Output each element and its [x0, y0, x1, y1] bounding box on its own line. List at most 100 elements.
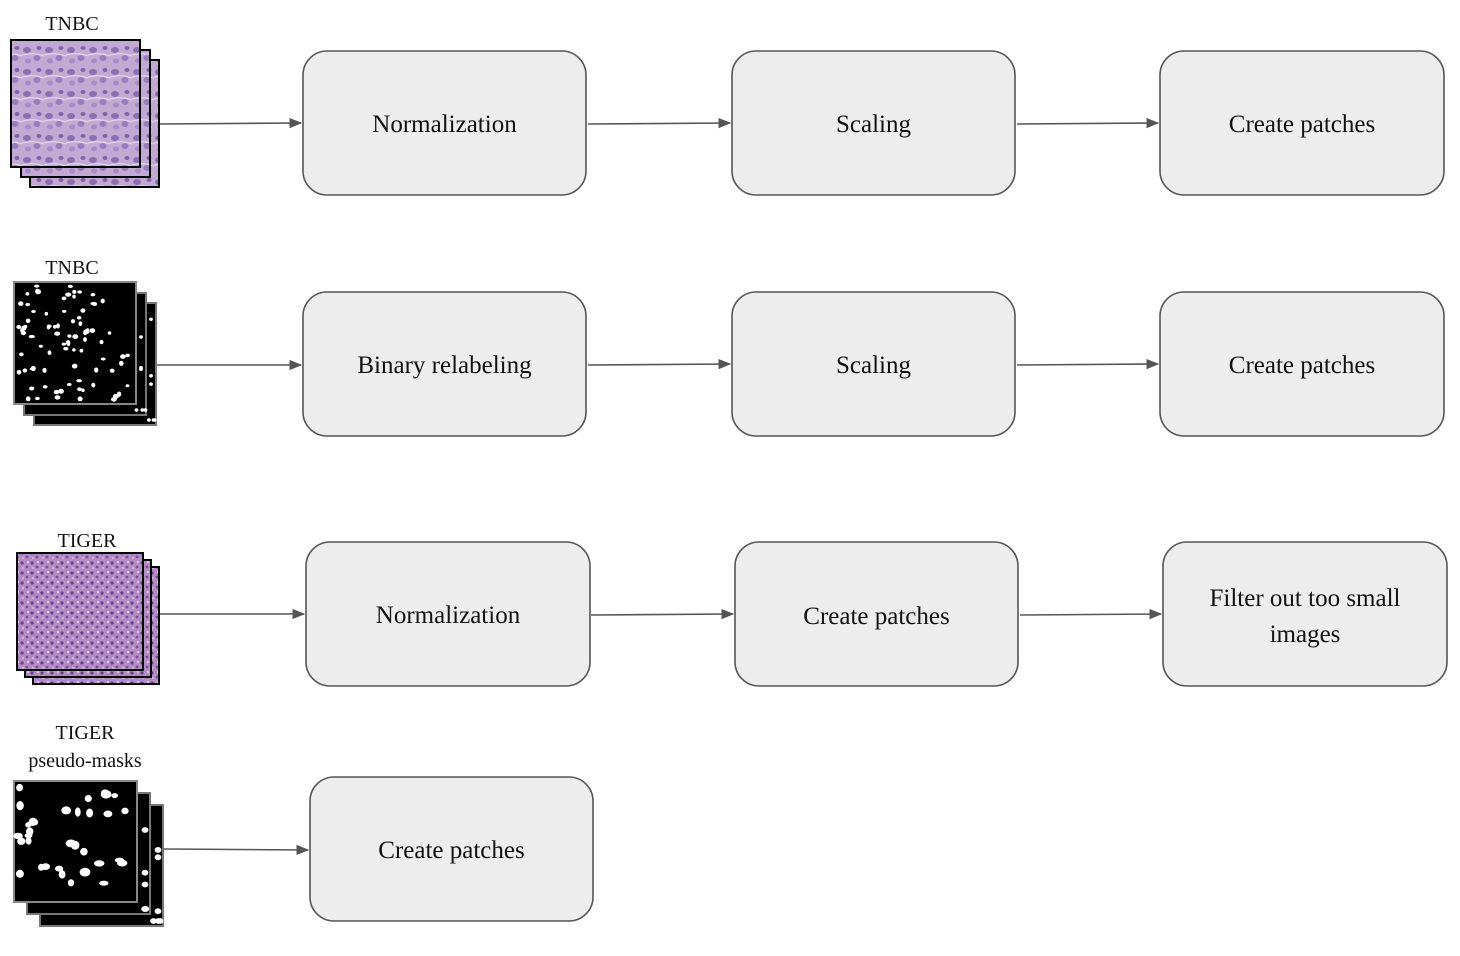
nucleus-dot [24, 832, 33, 839]
row-1: TNBC Normalization Scaling Create patche… [10, 13, 1445, 196]
step-create-patches: Create patches [1159, 50, 1445, 196]
nucleus-dot [81, 388, 85, 393]
nucleus-dot [99, 339, 104, 345]
source-tiger-tissue: TIGER [16, 530, 160, 685]
nucleus-dot [16, 783, 24, 792]
nucleus-dot [47, 324, 52, 328]
step-normalization: Normalization [305, 541, 591, 687]
nucleus-dot [30, 365, 36, 372]
nucleus-dot [141, 881, 149, 888]
step-label: Create patches [1229, 352, 1375, 379]
stack-layer-front [13, 281, 137, 405]
nucleus-dot [42, 385, 48, 389]
nucleus-dot [67, 383, 72, 386]
process-box [302, 50, 587, 196]
row-2: TNBC Binary relabeling Scaling Create pa… [13, 257, 1445, 437]
step-label: Binary relabeling [357, 352, 532, 379]
step-label: Create patches [803, 603, 949, 630]
process-box [302, 291, 587, 437]
nucleus-dot [114, 857, 125, 863]
nucleus-dot [31, 310, 36, 313]
nucleus-dot [76, 379, 83, 383]
nucleus-dot [25, 292, 30, 296]
nucleus-dot [149, 382, 153, 386]
nucleus-dot [35, 288, 39, 292]
nucleus-dot [29, 386, 35, 391]
nucleus-dot [58, 388, 64, 394]
step-label-line-1: Filter out too small [1210, 585, 1401, 612]
nucleus-dot [119, 360, 124, 366]
nucleus-dot [151, 418, 156, 422]
source-tnbc-tissue: TNBC [10, 13, 160, 188]
arrow [587, 358, 732, 370]
nucleus-dot [89, 328, 96, 333]
nucleus-dot [38, 344, 43, 348]
nucleus-dot [141, 869, 149, 876]
step-scaling: Scaling [731, 50, 1016, 196]
nucleus-dot [13, 832, 23, 840]
nucleus-dot [61, 342, 66, 346]
nucleus-dot [71, 363, 78, 369]
nucleus-dot [65, 839, 77, 848]
stack-layer-front [10, 39, 141, 168]
nucleus-dot [93, 860, 105, 867]
nucleus-dot [149, 317, 153, 321]
nucleus-dot [56, 323, 60, 329]
nucleus-dot [61, 296, 67, 301]
arrow [587, 117, 732, 129]
source-label: TNBC [45, 13, 98, 35]
nucleus-dot [47, 350, 52, 356]
nucleus-dot [25, 318, 31, 323]
nucleus-dot [120, 354, 126, 359]
nucleus-dot [147, 418, 151, 422]
nucleus-dot [154, 854, 162, 861]
nucleus-dot [71, 319, 75, 324]
nucleus-dot [63, 346, 69, 351]
nucleus-dot [72, 289, 77, 294]
nuclei-dots [16, 284, 157, 422]
nucleus-dot [16, 801, 24, 811]
step-label: Normalization [372, 111, 517, 138]
process-box [305, 541, 591, 687]
nucleus-dot [91, 382, 96, 388]
arrow [1019, 608, 1163, 620]
nucleus-dot [22, 368, 28, 373]
nucleus-dot [28, 817, 38, 826]
nucleus-dot [34, 284, 40, 288]
nucleus-dot [67, 284, 73, 288]
nucleus-dot [103, 810, 113, 818]
nucleus-dot [86, 808, 94, 818]
nucleus-dot [42, 367, 47, 373]
process-box [309, 776, 594, 922]
nucleus-dot [72, 294, 76, 299]
step-scaling: Scaling [731, 291, 1016, 437]
nucleus-dot [41, 863, 51, 870]
nucleus-dot [17, 837, 26, 845]
source-label-line-1: TIGER [56, 722, 116, 744]
nucleus-dot [44, 311, 49, 316]
row-3: TIGER Normalization Create patches Filte… [16, 530, 1448, 687]
nucleus-dot [99, 880, 109, 886]
step-create-patches: Create patches [309, 776, 594, 922]
nucleus-dot [107, 331, 112, 335]
nucleus-dot [111, 793, 118, 799]
nucleus-dot [67, 879, 75, 887]
nucleus-dot [61, 309, 67, 313]
nucleus-dot [72, 334, 79, 339]
nucleus-dot [94, 367, 99, 373]
nucleus-dot [54, 331, 61, 336]
nucleus-dot [74, 807, 81, 817]
step-label: Scaling [836, 352, 911, 379]
step-label: Scaling [836, 111, 911, 138]
step-binary-relabeling: Binary relabeling [302, 291, 587, 437]
nucleus-dot [141, 906, 149, 912]
nucleus-dot [16, 369, 22, 375]
nucleus-dot [109, 368, 115, 373]
process-box [1159, 50, 1445, 196]
nucleus-dot [58, 870, 66, 879]
nucleus-dot [18, 301, 24, 306]
nucleus-dot [77, 316, 82, 320]
source-label: TIGER [58, 530, 118, 552]
nucleus-dot [143, 408, 148, 412]
